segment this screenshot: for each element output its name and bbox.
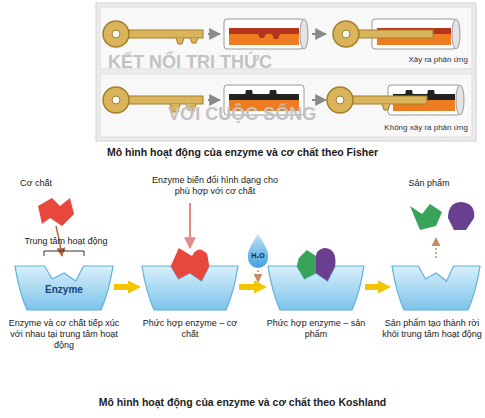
enzyme-stage: Phức hợp enzyme – cơ chất [142,262,238,312]
flow-arrow [365,284,378,290]
path-shape [44,249,84,256]
shape-change-arrow [190,203,191,248]
enzyme-label: Enzyme [15,284,113,296]
line-shape [257,270,259,282]
use-shape [103,21,203,47]
use-shape [327,87,427,113]
fisher-row-match [103,19,460,49]
path-shape [229,28,299,39]
rect-shape [96,3,476,141]
flow-arrow [114,284,128,290]
part-label: Cơ chất [20,178,90,189]
stage-caption: Phức hợp enzyme – cơ chất [138,318,242,340]
stage-caption: Sản phẩm tạo thành rời khỏi trung tâm ho… [382,318,482,340]
result-label: Không xảy ra phản ứng [340,123,468,133]
line-shape [312,33,326,35]
g-shape [224,19,308,49]
result-label: Xảy ra phản ứng [360,55,468,65]
flow-arrow [239,284,254,290]
rect-shape [100,74,472,137]
path-shape [244,90,278,100]
enzyme-shape [392,262,480,312]
substrate-bound [171,248,209,281]
path-shape [410,204,442,230]
fisher-frame [96,3,476,141]
part-label: Trung tâm hoạt động [16,236,116,247]
product-bound [297,250,316,279]
water-drop [248,234,269,282]
product-bound [316,248,335,281]
line-shape [312,99,326,101]
enzyme-body [15,266,113,310]
path-shape [176,38,198,44]
products-free [410,202,474,258]
path-shape [382,104,390,110]
figure-caption: Mô hình hoạt động của enzyme và cơ chất … [0,146,485,159]
stage-caption: Phức hợp enzyme – sản phẩm [264,318,368,340]
stage-caption: Enzyme và cơ chất tiếp xúc với nhau tại … [4,318,124,350]
line-shape [189,203,191,248]
line-shape [208,99,220,101]
water-label: H₂O [247,252,269,260]
path-shape [38,198,74,226]
ellipse-shape [452,19,460,49]
enzyme-stage: Phức hợp enzyme – sản phẩm [268,262,364,312]
enzyme-stage: Sản phẩm tạo thành rời khỏi trung tâm ho… [392,262,480,312]
watermark: KẾT NỐI TRI THỨC [108,52,358,74]
enzyme-body [392,266,480,310]
path-shape [448,202,474,230]
rect-shape [229,94,299,100]
substrate-free [38,198,74,256]
part-label: Enzyme biến đổi hình dạng cho phù hợp vớ… [150,175,280,197]
use-shape [333,21,433,47]
line-shape [435,238,437,258]
watermark: VỚI CUỘC SỐNG [168,104,368,126]
line-shape [208,33,220,35]
figure-caption: Mô hình hoạt động của enzyme và cơ chất … [0,396,485,409]
enzyme-shape [268,262,364,312]
active-site-bracket [44,249,84,256]
part-label: Sản phẩm [394,178,464,189]
path-shape [248,234,269,268]
enzyme-shape [142,262,238,312]
ellipse-shape [456,85,464,115]
rect-shape [224,19,304,49]
ellipse-shape [300,19,308,49]
enzyme-stage: EnzymeEnzyme và cơ chất tiếp xúc với nha… [15,262,113,312]
